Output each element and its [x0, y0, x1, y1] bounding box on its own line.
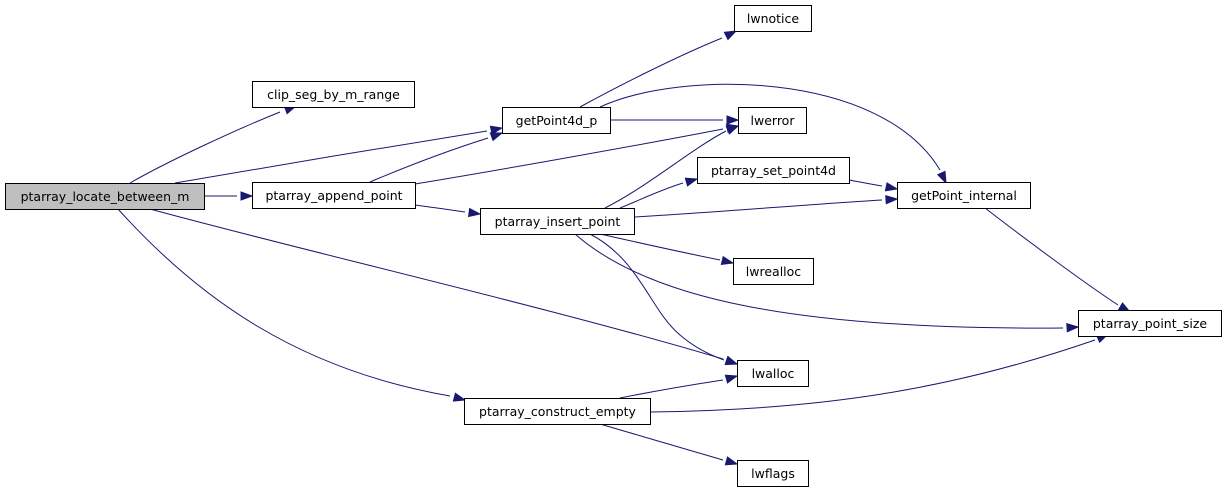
edge-insert-to-setp4d — [619, 177, 699, 209]
node-box[interactable] — [502, 107, 611, 134]
arrowhead — [684, 177, 699, 187]
node-getint[interactable]: getPoint_internal — [897, 182, 1031, 209]
edge-root-to-cempty — [117, 208, 467, 402]
edge-append-to-get4d — [369, 132, 504, 183]
arrowhead — [723, 30, 738, 41]
node-box[interactable] — [733, 258, 814, 285]
node-box[interactable] — [5, 183, 205, 210]
node-box[interactable] — [737, 460, 809, 487]
arrowhead — [936, 170, 947, 185]
node-cempty[interactable]: ptarray_construct_empty — [464, 398, 651, 425]
arrowhead — [724, 374, 739, 384]
arrowhead — [467, 207, 482, 218]
node-box[interactable] — [252, 81, 415, 108]
edge-append-to-insert — [414, 204, 482, 218]
edge-getint-to-psize — [984, 207, 1132, 313]
arrowhead — [724, 356, 739, 366]
node-label: getPoint_internal — [911, 188, 1017, 203]
node-label: lwnotice — [747, 11, 800, 26]
node-box[interactable] — [1078, 310, 1222, 337]
node-setp4d[interactable]: ptarray_set_point4d — [697, 157, 850, 184]
node-label: ptarray_construct_empty — [479, 404, 637, 419]
edge-insert-to-lwrealloc — [599, 233, 735, 266]
node-label: lwalloc — [752, 366, 795, 381]
edge-root-to-lwalloc — [149, 208, 739, 365]
node-box[interactable] — [737, 360, 809, 387]
arrowhead — [489, 132, 504, 142]
edge-cempty-to-lwalloc — [619, 374, 739, 399]
edge-insert-to-lwalloc — [589, 233, 739, 366]
node-label: ptarray_insert_point — [495, 214, 621, 229]
node-insert[interactable]: ptarray_insert_point — [480, 208, 635, 235]
edge-insert-to-getint — [633, 195, 899, 218]
node-clip[interactable]: clip_seg_by_m_range — [252, 81, 415, 108]
node-label: lwerror — [751, 113, 796, 128]
arrowhead — [884, 182, 899, 192]
edge-cempty-to-lwflags — [599, 423, 739, 466]
arrowhead — [1066, 323, 1080, 333]
node-label: getPoint4d_p — [516, 113, 598, 128]
node-get4d[interactable]: getPoint4d_p — [502, 107, 611, 134]
node-lwflags[interactable]: lwflags — [737, 460, 809, 487]
edge-get4d-to-getint — [599, 83, 947, 185]
arrowhead — [720, 255, 735, 266]
edge-get4d-to-lwerror — [610, 115, 740, 125]
edge-insert-to-psize — [574, 233, 1080, 333]
edge-root-to-get4d — [174, 125, 504, 184]
node-psize[interactable]: ptarray_point_size — [1078, 310, 1222, 337]
arrowhead — [726, 115, 740, 125]
node-label: clip_seg_by_m_range — [267, 87, 400, 102]
node-box[interactable] — [897, 182, 1031, 209]
node-label: lwrealloc — [746, 264, 802, 279]
node-lwrealloc[interactable]: lwrealloc — [733, 258, 814, 285]
edge-get4d-to-lwnotice — [579, 30, 738, 108]
node-label: ptarray_locate_between_m — [21, 189, 190, 204]
node-box[interactable] — [697, 157, 850, 184]
arrowhead — [885, 195, 899, 205]
node-box[interactable] — [464, 398, 651, 425]
arrowhead — [724, 456, 739, 466]
node-box[interactable] — [738, 107, 807, 134]
arrowhead — [452, 392, 467, 402]
edge-setp4d-to-getint — [848, 179, 899, 192]
node-label: ptarray_append_point — [265, 188, 402, 203]
node-lwerror[interactable]: lwerror — [738, 107, 807, 134]
node-label: ptarray_set_point4d — [711, 163, 836, 178]
node-label: lwflags — [751, 466, 795, 481]
edge-root-to-clip — [129, 105, 298, 184]
node-lwalloc[interactable]: lwalloc — [737, 360, 809, 387]
node-label: ptarray_point_size — [1093, 316, 1208, 331]
arrowhead — [240, 191, 254, 201]
node-lwnotice[interactable]: lwnotice — [734, 5, 812, 32]
node-append[interactable]: ptarray_append_point — [252, 182, 416, 209]
node-box[interactable] — [480, 208, 635, 235]
node-box[interactable] — [252, 182, 416, 209]
edge-insert-to-lwerror — [604, 125, 740, 209]
edge-root-to-append — [204, 191, 254, 201]
node-box[interactable] — [734, 5, 812, 32]
node-root[interactable]: ptarray_locate_between_m — [5, 183, 205, 210]
arrowhead — [725, 125, 740, 135]
arrowhead — [489, 125, 504, 135]
edge-cempty-to-psize — [649, 333, 1110, 413]
